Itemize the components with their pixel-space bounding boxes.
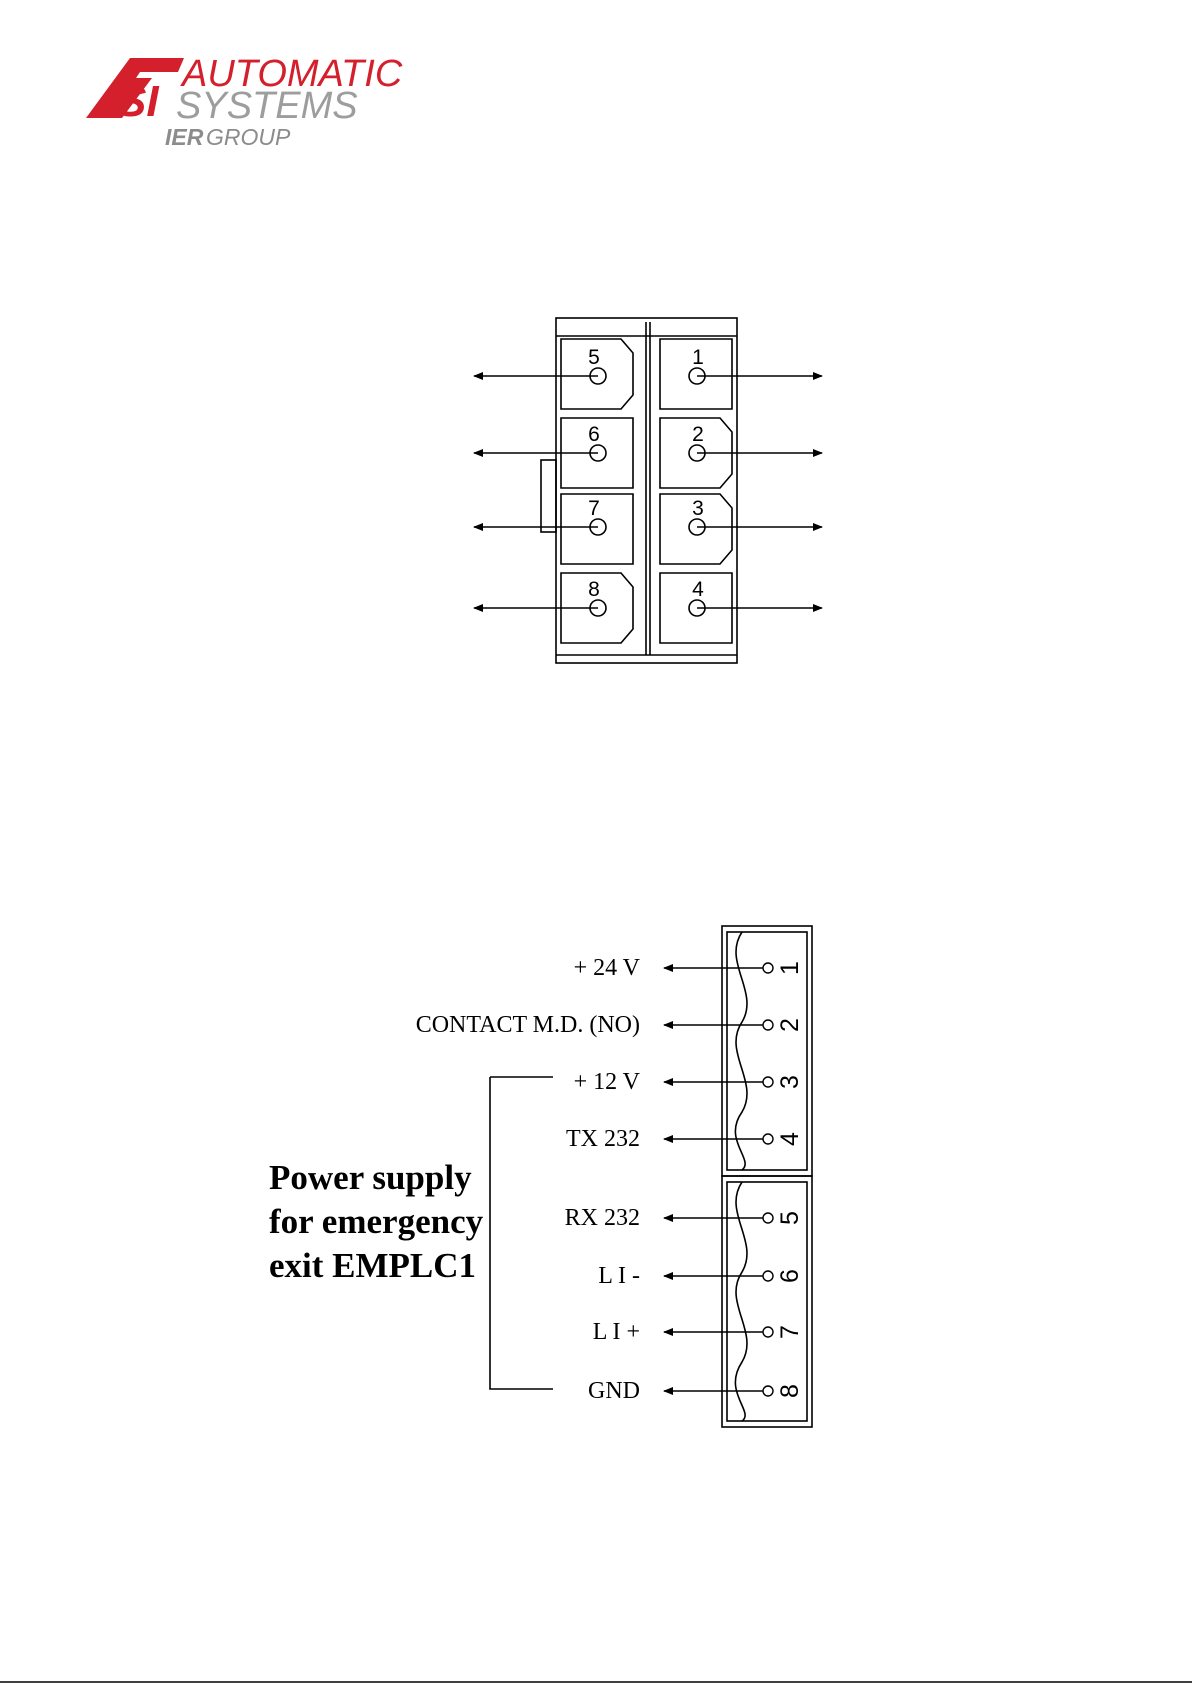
power-supply-bracket [490,1077,553,1389]
bottom-pin-label: L I + [593,1319,640,1345]
power-supply-caption: Power supply for emergency exit EMPLC1 [269,1158,484,1285]
pin-hole-icon [763,1134,773,1144]
pin-hole-icon [763,1386,773,1396]
logo-line-group: GROUP [206,124,291,150]
caption-line-1: Power supply [269,1158,472,1197]
bottom-pin-label: L I - [598,1263,640,1289]
pin-hole-icon [763,963,773,973]
logo-mark-icon: SI [86,58,184,126]
top-pin-right-2: 2 [660,418,822,488]
top-pin-number: 7 [588,497,600,520]
bottom-pin-number: 2 [776,1018,804,1032]
top-pin-number: 2 [692,423,704,446]
bottom-pin-5: 5 RX 232 [565,1205,804,1231]
logo-mark-text: SI [117,77,159,126]
top-pin-number: 8 [588,578,600,601]
bottom-connector [490,926,812,1427]
bottom-pin-number: 6 [776,1269,804,1283]
bottom-pin-number: 1 [776,961,804,975]
top-pin-left-7: 7 [474,494,633,564]
bottom-pin-number: 7 [776,1325,804,1339]
pin-hole-icon [763,1271,773,1281]
top-pin-number: 3 [692,497,704,520]
top-pin-right-3: 3 [660,494,822,564]
bottom-pin-label: + 12 V [574,1069,641,1095]
pin-hole-icon [763,1077,773,1087]
bottom-pin-4: 4 TX 232 [566,1126,804,1152]
top-pin-right-4: 4 [660,573,822,643]
bottom-pin-3: 3 + 12 V [574,1069,804,1095]
bottom-pin-label: + 24 V [574,955,641,981]
bottom-pin-label: TX 232 [566,1126,640,1152]
bottom-pin-1: 1 + 24 V [574,955,804,981]
bottom-pin-2: 2 CONTACT M.D. (NO) [416,1012,804,1038]
pin-hole-icon [763,1213,773,1223]
top-pin-number: 1 [692,346,704,369]
company-logo: SI AUTOMATIC SYSTEMS IER GROUP [86,53,403,150]
top-pin-right-1: 1 [660,339,822,409]
pin-hole-icon [763,1327,773,1337]
top-connector-pins: 5 6 7 8 1 2 3 4 [474,339,822,643]
caption-line-3: exit EMPLC1 [269,1246,476,1285]
logo-line-systems: SYSTEMS [176,85,358,127]
pin-hole-icon [763,1020,773,1030]
bottom-pin-label: RX 232 [565,1205,640,1231]
bottom-pin-label: CONTACT M.D. (NO) [416,1012,640,1038]
top-pin-number: 4 [692,578,704,601]
top-pin-number: 5 [588,346,600,369]
top-connector-latch [541,460,556,532]
bottom-pin-label: GND [588,1378,640,1404]
caption-line-2: for emergency [269,1202,484,1241]
top-pin-left-8: 8 [474,573,633,643]
top-pin-number: 6 [588,423,600,446]
top-pin-left-6: 6 [474,418,633,488]
bottom-pin-7: 7 L I + [593,1319,804,1345]
top-pin-left-5: 5 [474,339,633,409]
bottom-pin-number: 5 [776,1211,804,1225]
bottom-pin-number: 8 [776,1384,804,1398]
bottom-pin-6: 6 L I - [598,1263,804,1289]
bottom-pin-number: 4 [776,1132,804,1146]
bottom-pin-number: 3 [776,1075,804,1089]
bottom-pin-8: 8 GND [588,1378,804,1404]
top-connector [541,318,737,663]
logo-line-prefix: IER [165,124,204,150]
